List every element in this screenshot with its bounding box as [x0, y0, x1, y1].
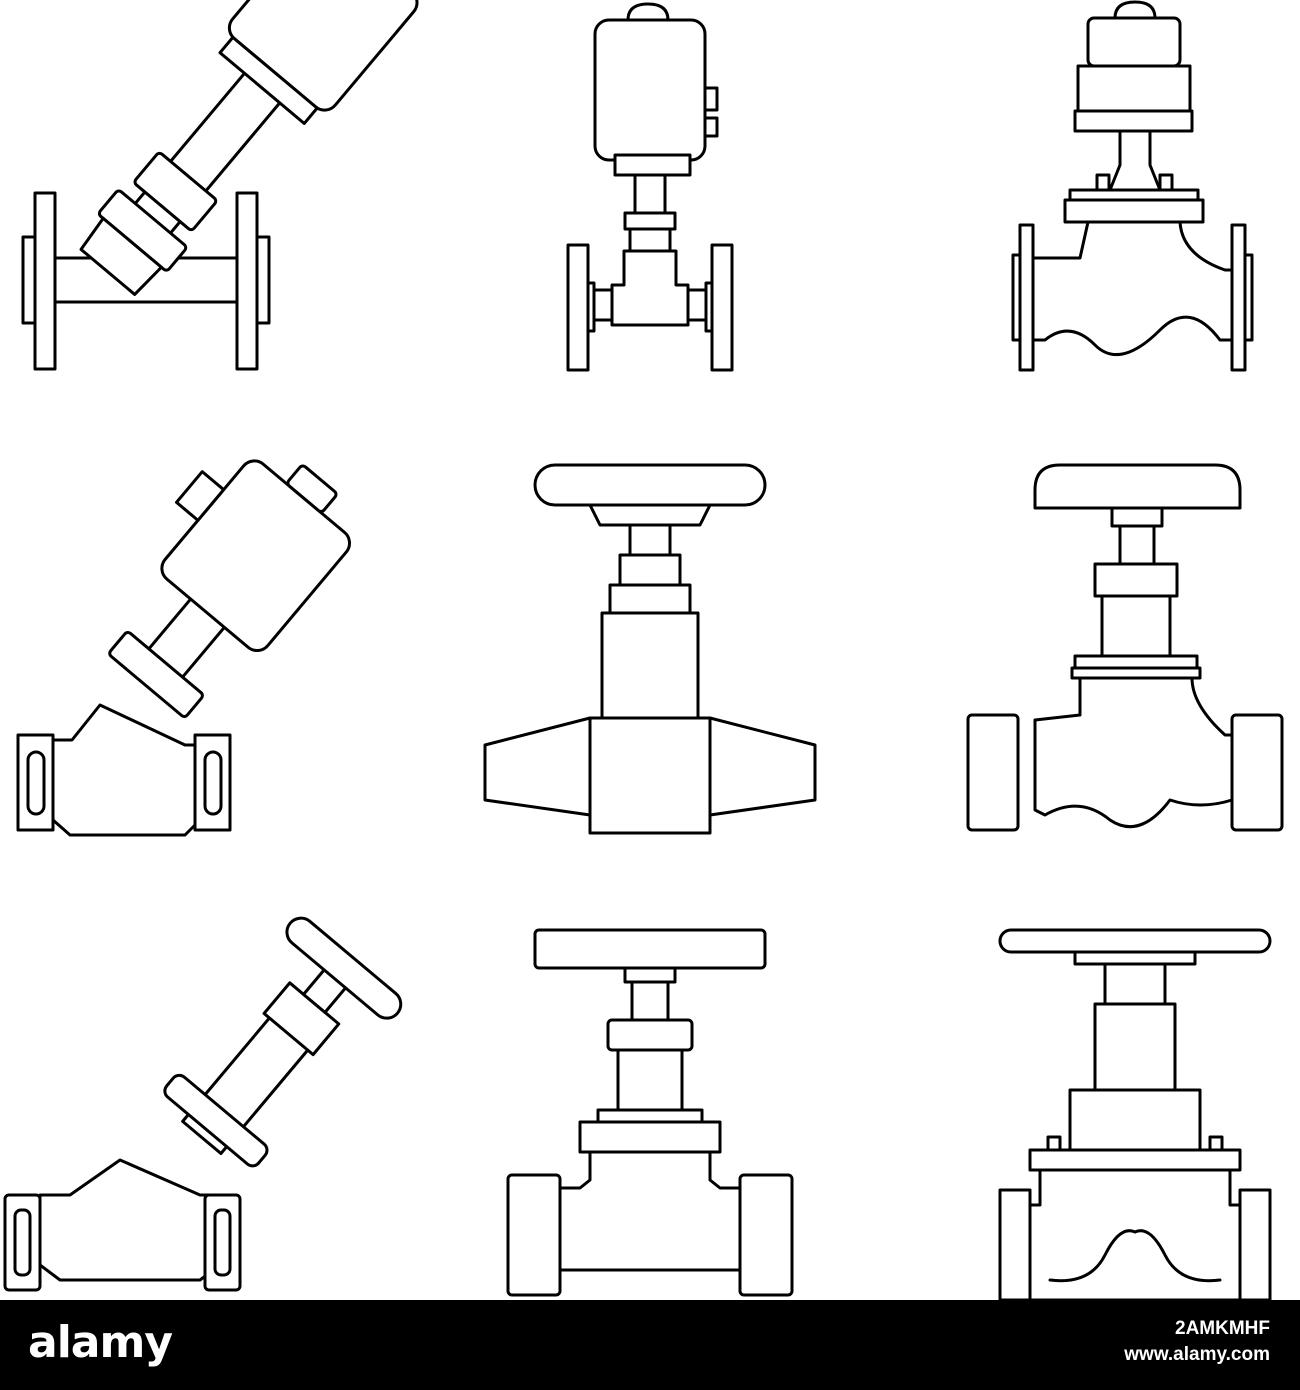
angle-seat-valve-pneumatic-flanged-icon — [21, 0, 419, 371]
image-meta: 2AMKMHF www.alamy.com — [1010, 1316, 1270, 1368]
site-url: www.alamy.com — [1124, 1344, 1270, 1365]
handwheel-diaphragm-valve-socket-icon — [998, 928, 1272, 1300]
pneumatic-diaphragm-valve-flanged-icon — [566, 2, 734, 372]
handwheel-globe-valve-socket-icon — [966, 463, 1284, 832]
pneumatic-globe-valve-flanged-icon — [1011, 0, 1254, 372]
stock-footer-bar: alamy 2AMKMHF www.alamy.com — [0, 1300, 1300, 1390]
brand-logo: alamy — [28, 1317, 173, 1368]
handwheel-valve-welded-icon — [483, 463, 817, 835]
valve-icon-grid — [3, 0, 1284, 1300]
angled-handwheel-valve-threaded-icon — [3, 916, 403, 1292]
handwheel-globe-valve-socket-icon — [506, 928, 794, 1297]
image-id: 2AMKMHF — [1175, 1318, 1270, 1339]
angle-seat-valve-pneumatic-threaded-icon — [16, 459, 352, 837]
